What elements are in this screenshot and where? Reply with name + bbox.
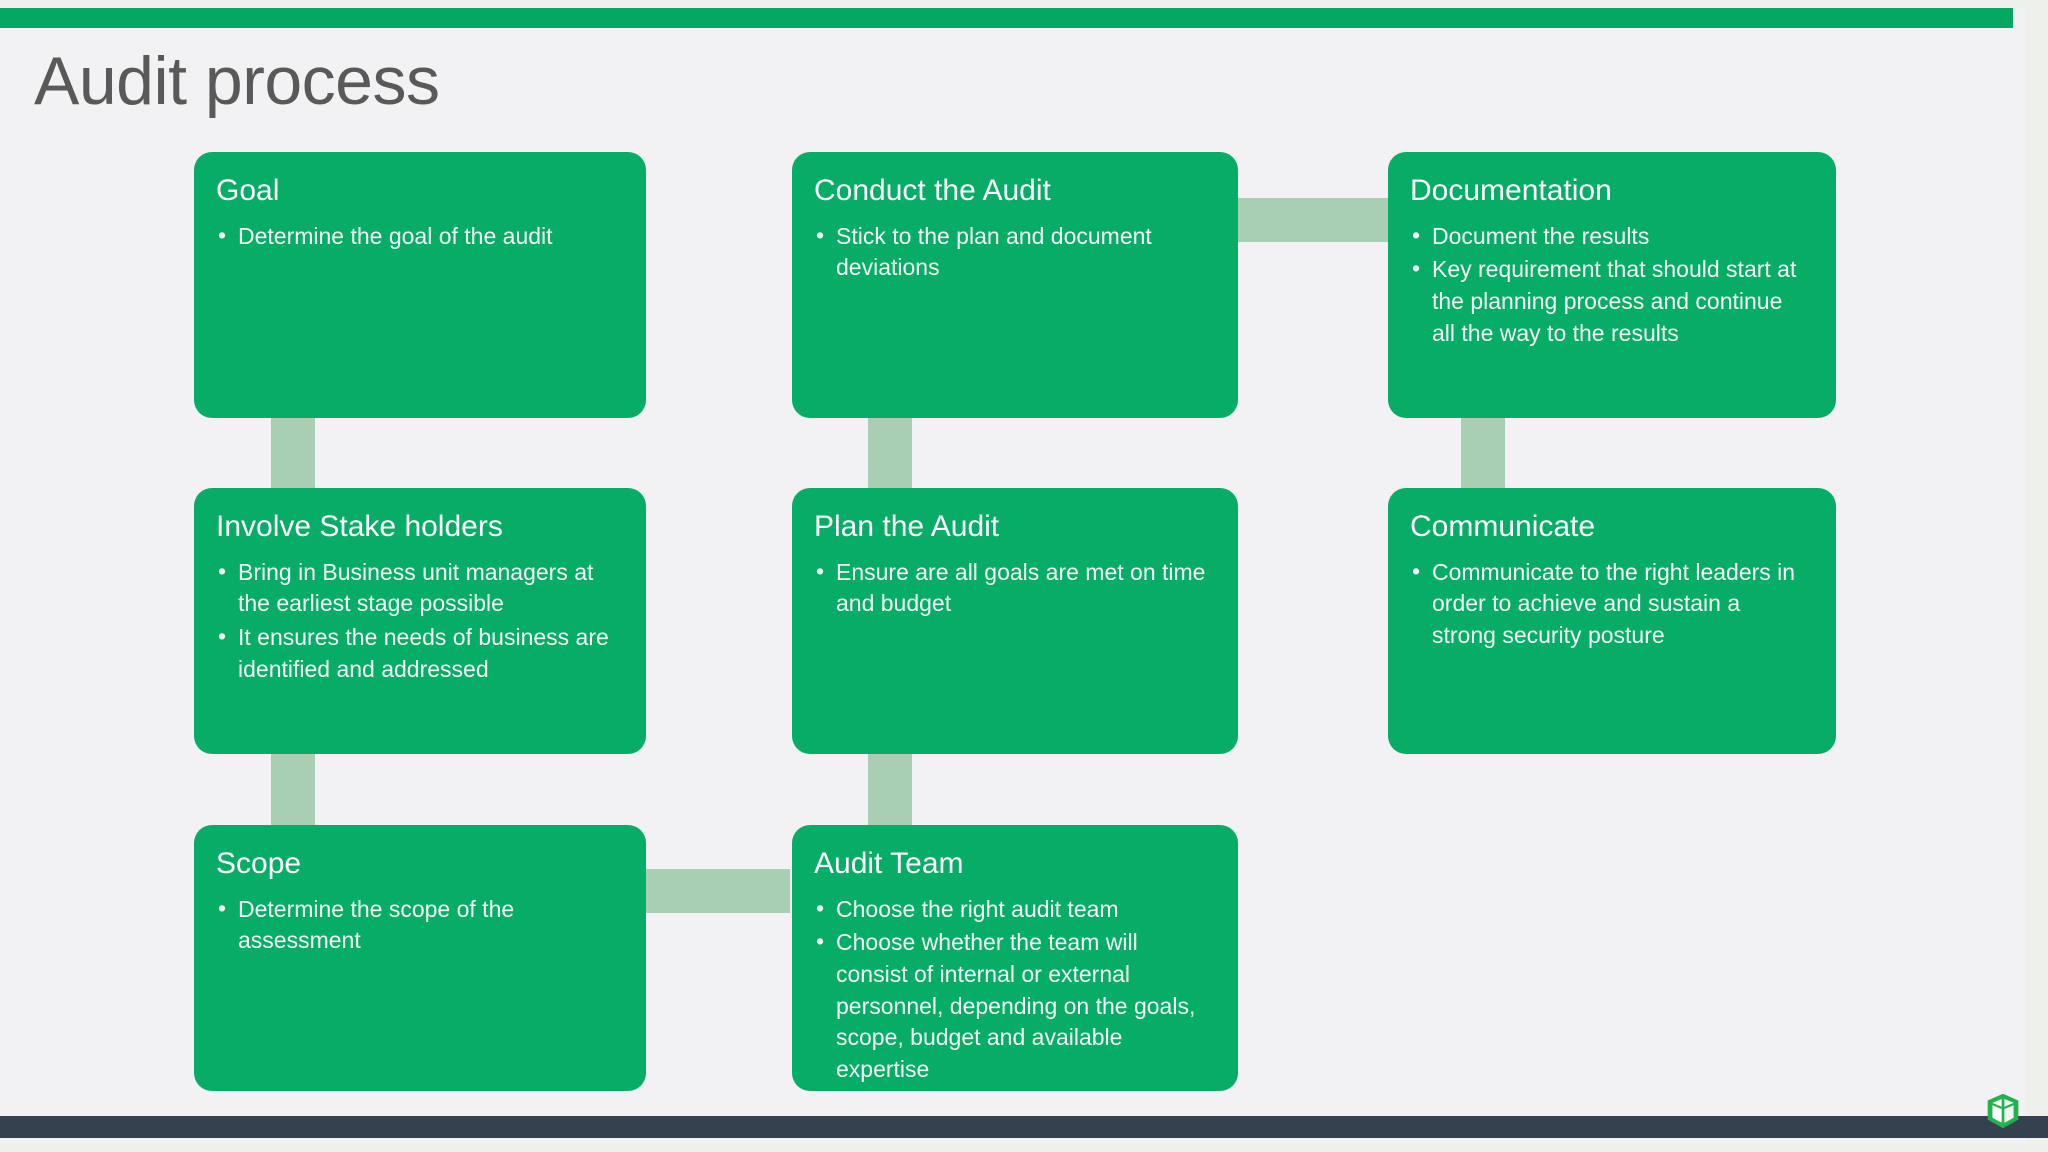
page-title: Audit process	[34, 43, 440, 119]
list-item: Communicate to the right leaders in orde…	[1410, 555, 1810, 652]
card-title-involve-stake-holders: Involve Stake holders	[216, 510, 503, 543]
connector-stakeholders-to-scope	[271, 750, 315, 826]
connector-goal-to-stakeholders	[271, 414, 315, 490]
card-title-plan-the-audit: Plan the Audit	[814, 510, 1000, 543]
card-documentation[interactable]: Documentation Document the results Key r…	[1388, 152, 1836, 418]
connector-plan-to-conduct	[868, 414, 912, 490]
card-involve-stake-holders[interactable]: Involve Stake holders Bring in Business …	[194, 488, 646, 754]
card-title-audit-team: Audit Team	[814, 847, 964, 880]
card-bullets-plan-the-audit: Ensure are all goals are met on time and…	[814, 555, 1212, 620]
open-book-logo	[1987, 1093, 2019, 1129]
list-item: It ensures the needs of business are ide…	[216, 621, 620, 685]
card-title-documentation: Documentation	[1410, 174, 1612, 207]
card-bullets-conduct-the-audit: Stick to the plan and document deviation…	[814, 219, 1212, 284]
list-item: Bring in Business unit managers at the e…	[216, 555, 620, 620]
list-item: Choose whether the team will consist of …	[814, 926, 1212, 1086]
card-title-goal: Goal	[216, 174, 280, 207]
list-item: Determine the scope of the assessment	[216, 892, 620, 957]
list-item: Choose the right audit team	[814, 893, 1212, 926]
connector-conduct-to-documentation	[1237, 198, 1389, 242]
card-title-scope: Scope	[216, 847, 302, 880]
connector-audit-team-to-plan	[868, 750, 912, 826]
list-item: Stick to the plan and document deviation…	[814, 219, 1212, 284]
card-title-communicate: Communicate	[1410, 510, 1596, 543]
card-bullets-documentation: Document the results Key requirement tha…	[1410, 220, 1810, 350]
card-scope[interactable]: Scope Determine the scope of the assessm…	[194, 825, 646, 1091]
card-bullets-audit-team: Choose the right audit team Choose wheth…	[814, 893, 1212, 1086]
card-title-conduct-the-audit: Conduct the Audit	[814, 174, 1051, 207]
card-communicate[interactable]: Communicate Communicate to the right lea…	[1388, 488, 1836, 754]
card-conduct-the-audit[interactable]: Conduct the Audit Stick to the plan and …	[792, 152, 1238, 418]
card-plan-the-audit[interactable]: Plan the Audit Ensure are all goals are …	[792, 488, 1238, 754]
card-audit-team[interactable]: Audit Team Choose the right audit team C…	[792, 825, 1238, 1091]
list-item: Determine the goal of the audit	[216, 220, 620, 253]
list-item: Document the results	[1410, 220, 1810, 253]
connector-documentation-to-communicate	[1461, 414, 1505, 490]
bottom-accent-bar	[0, 1116, 2048, 1138]
card-goal[interactable]: Goal Determine the goal of the audit	[194, 152, 646, 418]
list-item: Ensure are all goals are met on time and…	[814, 555, 1212, 620]
card-bullets-scope: Determine the scope of the assessment	[216, 892, 620, 957]
top-accent-bar	[0, 8, 2013, 28]
card-bullets-involve-stake-holders: Bring in Business unit managers at the e…	[216, 555, 620, 686]
card-bullets-communicate: Communicate to the right leaders in orde…	[1410, 555, 1810, 652]
card-bullets-goal: Determine the goal of the audit	[216, 220, 620, 253]
connector-scope-to-audit-team	[640, 869, 790, 913]
list-item: Key requirement that should start at the…	[1410, 253, 1810, 349]
